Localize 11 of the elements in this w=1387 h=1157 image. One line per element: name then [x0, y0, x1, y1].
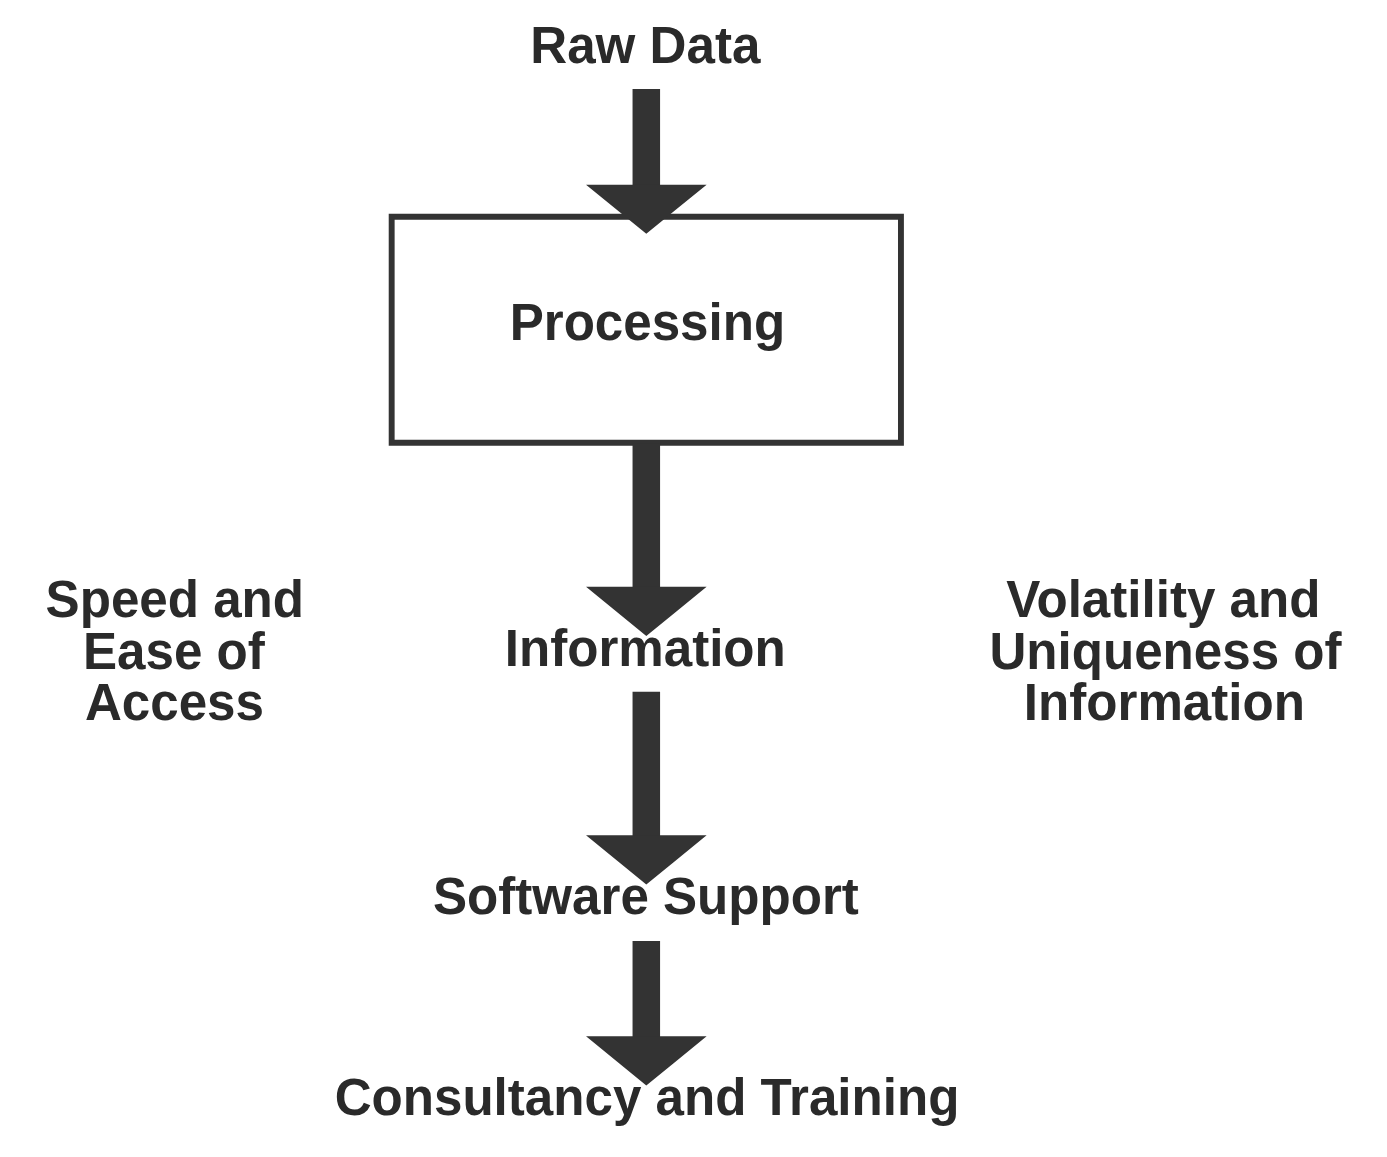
- node-text: Raw Data: [530, 16, 761, 74]
- label: Volatility and Uniqueness of Information: [989, 571, 1342, 731]
- arrow: [586, 691, 707, 885]
- label: Speed and Ease of Access: [45, 571, 305, 731]
- node-text: Software Support: [432, 868, 859, 926]
- node-box: Processing: [388, 213, 904, 446]
- arrow: [586, 89, 707, 234]
- node-text: Information: [504, 619, 786, 677]
- node-text: Consultancy and Training: [334, 1068, 960, 1126]
- arrow: [586, 941, 707, 1086]
- arrow: [586, 443, 707, 636]
